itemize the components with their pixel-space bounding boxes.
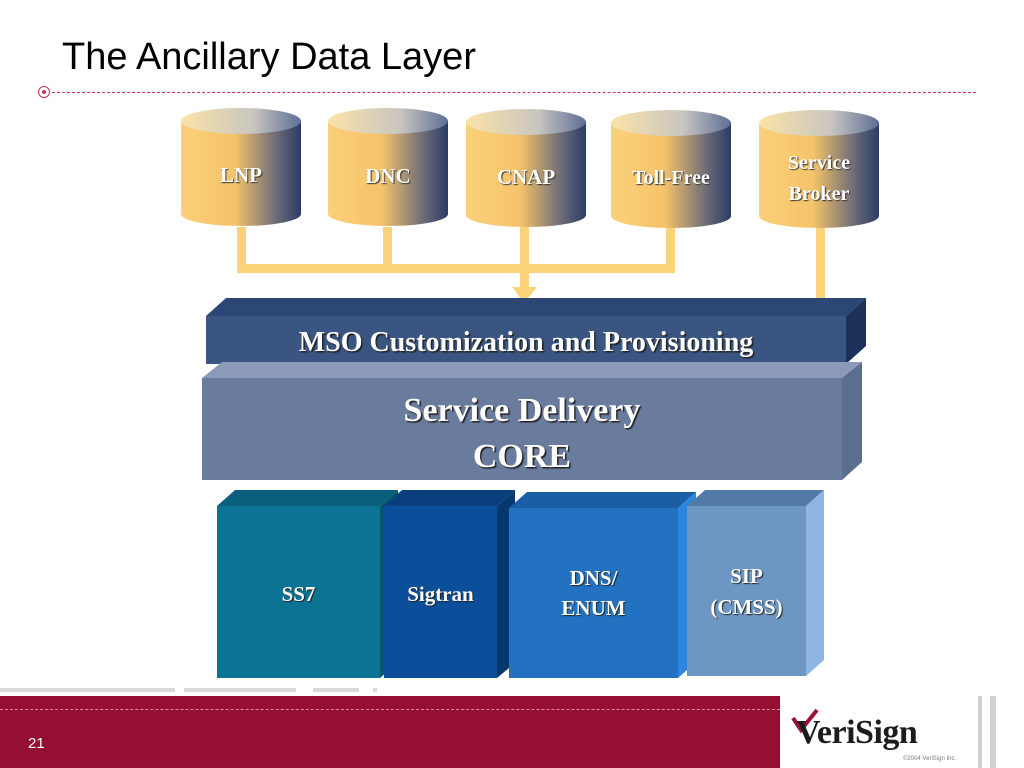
verisign-logo: VeriSign (796, 714, 918, 751)
database-cylinders (181, 108, 879, 228)
cylinder-cnap (466, 109, 586, 227)
cylinder-label-service-broker-line2: Broker (788, 183, 850, 205)
cylinder-toll-free (611, 110, 731, 228)
block-sigtran-shape (384, 490, 515, 678)
footer-strip (0, 688, 175, 692)
provisioning-layer-shape (206, 298, 866, 364)
block-label-sigtran: Sigtran (407, 582, 474, 606)
block-label-dns-enum-line2: ENUM (561, 596, 626, 620)
footer-strip (184, 688, 296, 692)
copyright-text: ©2004 VeriSign Inc. (903, 756, 957, 762)
footer-strip (313, 688, 359, 692)
cylinder-service-broker (759, 110, 879, 228)
divider-bullet-icon (38, 86, 50, 98)
protocol-blocks (217, 490, 824, 678)
cylinder-label-cnap: CNAP (496, 165, 556, 189)
cylinder-label-lnp: LNP (220, 163, 262, 187)
footer-divider (0, 709, 780, 710)
block-ss7-shape (217, 490, 398, 678)
footer-accent-bar (990, 696, 996, 768)
block-label-sip-line1: SIP (730, 564, 763, 588)
cylinder-label-toll-free: Toll-Free (632, 167, 710, 189)
cylinder-lnp (181, 108, 301, 226)
title-divider (52, 92, 976, 93)
verisign-checkmark-icon (791, 708, 819, 734)
core-layer-label-line1: Service Delivery (403, 392, 641, 429)
core-layer-shape (202, 362, 862, 480)
cylinder-label-dnc: DNC (365, 164, 411, 188)
cylinder-label-service-broker-line1: Service (787, 152, 851, 174)
footer-strip (373, 688, 377, 692)
page-number: 21 (28, 735, 45, 752)
footer-bar (0, 696, 780, 768)
block-sip-cmss-shape (687, 490, 824, 676)
block-label-dns-enum-line1: DNS/ (569, 566, 618, 590)
block-label-ss7: SS7 (281, 582, 316, 606)
logo-area (780, 696, 1024, 768)
footer-accent-bar (978, 696, 982, 768)
core-layer-label-line2: CORE (472, 438, 572, 475)
architecture-diagram (181, 108, 879, 678)
cylinder-dnc (328, 108, 448, 226)
provisioning-layer-label: MSO Customization and Provisioning (298, 327, 754, 358)
block-label-sip-line2: (CMSS) (710, 595, 783, 619)
slide-title: The Ancillary Data Layer (62, 36, 476, 78)
